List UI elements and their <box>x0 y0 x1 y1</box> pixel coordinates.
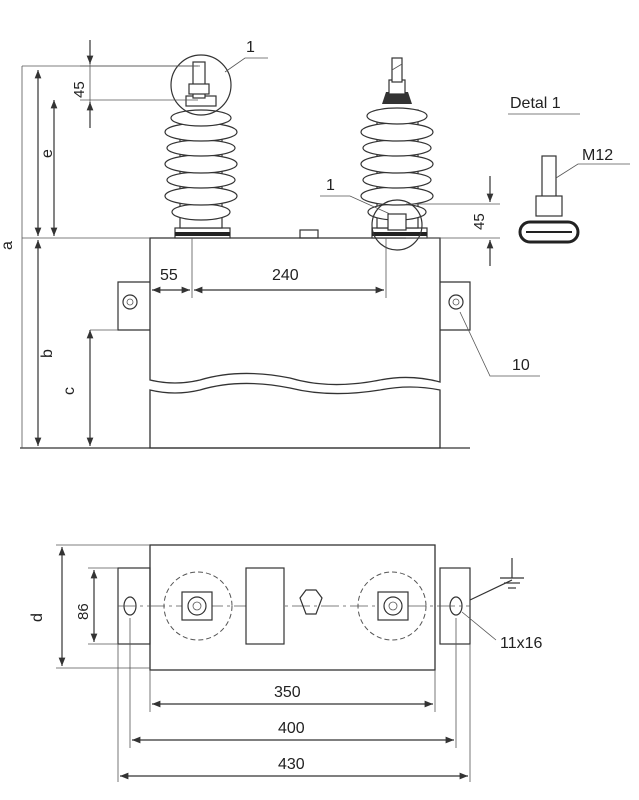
dim-350: 350 <box>274 684 301 701</box>
top-view <box>56 544 524 782</box>
top-fitting <box>299 229 319 239</box>
label-e: e <box>39 149 56 158</box>
dim-86: 86 <box>75 603 92 620</box>
callout-10: 10 <box>512 357 530 374</box>
detail-1-view <box>508 113 630 244</box>
dim-430: 430 <box>278 756 305 773</box>
right-bushing <box>360 57 434 251</box>
right-mounting-lug <box>440 281 471 331</box>
left-mounting-lug <box>117 281 150 331</box>
callout-1-mid: 1 <box>326 177 335 194</box>
label-d: d <box>29 613 46 622</box>
left-bushing <box>164 54 238 239</box>
front-view <box>20 40 540 449</box>
thread-label: M12 <box>582 147 613 164</box>
detail-circle-top <box>170 54 232 116</box>
dim-400: 400 <box>278 720 305 737</box>
dim-55: 55 <box>160 267 178 284</box>
dim-45-top: 45 <box>71 81 88 98</box>
tank-lower <box>149 382 441 449</box>
dim-240: 240 <box>272 267 299 284</box>
label-c: c <box>61 387 78 395</box>
callout-11x16: 11x16 <box>500 635 543 652</box>
detail-circle-mid <box>371 199 423 251</box>
callout-1-top: 1 <box>246 39 255 56</box>
tank-upper <box>149 237 441 386</box>
label-a: a <box>0 241 16 250</box>
detail-title: Detal 1 <box>510 95 561 112</box>
label-b: b <box>39 349 56 358</box>
dim-45-right: 45 <box>471 213 488 230</box>
